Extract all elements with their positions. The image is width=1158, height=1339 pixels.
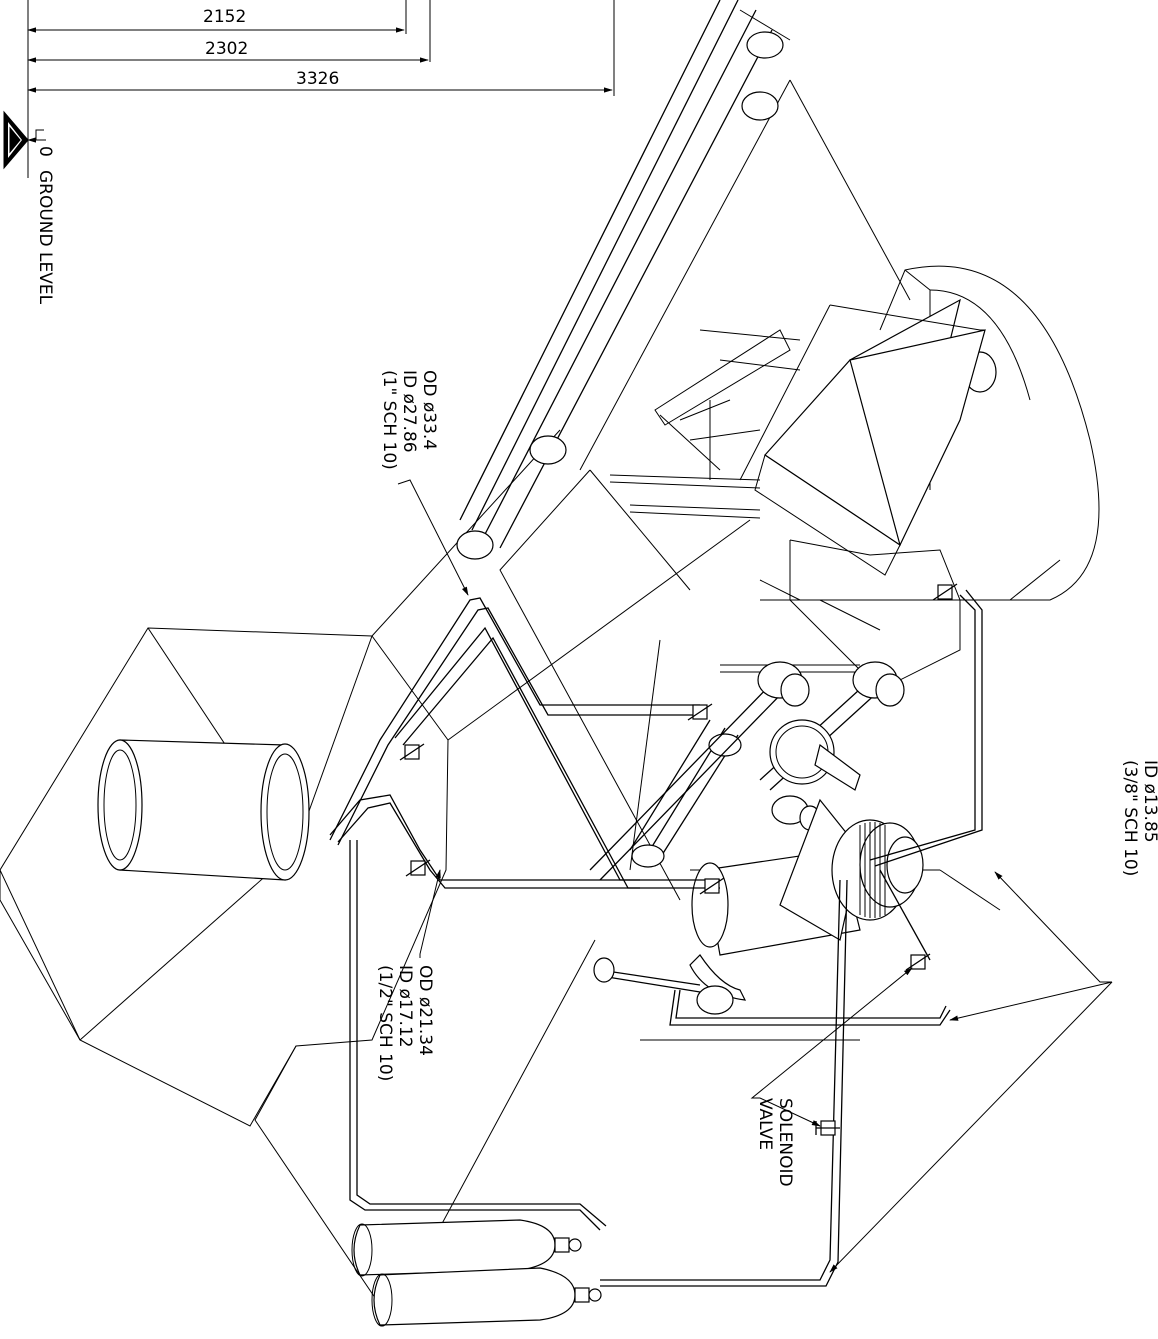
gas-cylinders <box>351 1219 602 1327</box>
solenoid-line-2: VALVE <box>755 1098 775 1150</box>
solenoid-line-1: SOLENOID <box>775 1098 795 1187</box>
piping-network <box>329 589 983 1287</box>
trough-channel <box>456 0 791 868</box>
solenoid-valve-1 <box>905 953 931 971</box>
gas-stack <box>97 739 310 881</box>
label-pipe-half-in: OD ø21.34 ID ø17.12 (1/2" SCH 10) <box>375 965 435 1081</box>
pipe-3-8-spec: (3/8" SCH 10) <box>1120 760 1140 876</box>
pipe-half-in-od: OD ø21.34 <box>415 965 435 1056</box>
support-frame <box>609 329 860 673</box>
dimension-2152: 2152 <box>203 7 246 27</box>
pipe-half-in-id: ID ø17.12 <box>395 965 415 1048</box>
label-pipe-3-8-in: ID ø13.85 (3/8" SCH 10) <box>1120 760 1158 876</box>
dimension-lines: 2152 2302 3326 <box>27 0 615 178</box>
pipe-1in-spec: (1" SCH 10) <box>379 370 399 470</box>
pipe-3-8-id: ID ø13.85 <box>1140 760 1158 843</box>
blower-box <box>739 298 986 691</box>
pipe-1in-od: OD ø33.4 <box>419 370 439 450</box>
pipe-half-in-spec: (1/2" SCH 10) <box>375 965 395 1081</box>
dimension-2302: 2302 <box>205 39 248 59</box>
inline-valves <box>399 583 958 1136</box>
callout-leaders <box>397 479 1113 1273</box>
ground-level-label: GROUND LEVEL <box>35 170 55 305</box>
ground-level-value: 0 <box>35 146 55 157</box>
label-pipe-1in: OD ø33.4 ID ø27.86 (1" SCH 10) <box>379 370 439 470</box>
ground-level-marker: 0 GROUND LEVEL <box>3 110 55 305</box>
label-solenoid-valve: SOLENOID VALVE <box>755 1098 795 1187</box>
pipe-1in-id: ID ø27.86 <box>399 370 419 453</box>
solenoid-valve-2 <box>815 1120 840 1136</box>
dimension-3326: 3326 <box>296 69 339 89</box>
pump-assembly <box>589 661 924 1015</box>
